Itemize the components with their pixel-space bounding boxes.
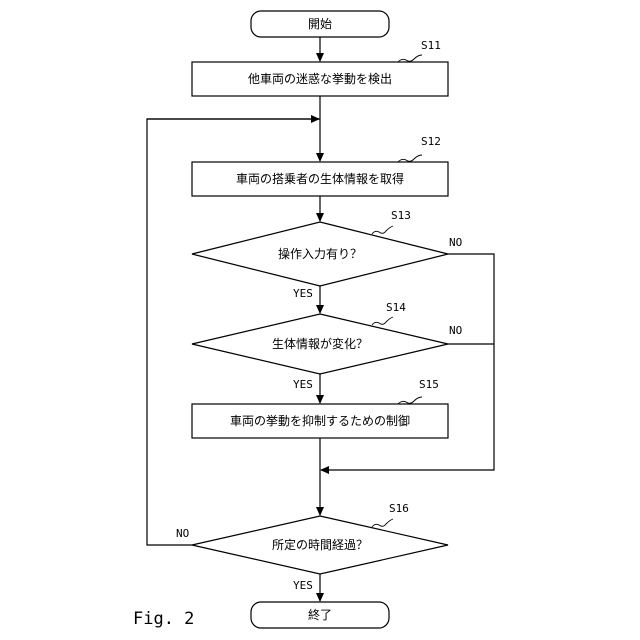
decision-s13-text: 操作入力有り？ bbox=[278, 246, 362, 261]
s15-leader bbox=[398, 397, 422, 404]
s13-leader bbox=[372, 226, 393, 234]
s16-no-label: NO bbox=[176, 527, 189, 540]
s16-leader bbox=[372, 519, 393, 527]
end-label: 終了 bbox=[308, 607, 332, 622]
step-s11-box: 他車両の迷惑な挙動を検出 bbox=[192, 62, 448, 96]
decision-s14-text: 生体情報が変化？ bbox=[272, 336, 368, 351]
step-s15-text: 車両の挙動を抑制するための制御 bbox=[230, 413, 410, 428]
step-s12-label: S12 bbox=[421, 135, 441, 148]
end-terminal: 終了 bbox=[251, 602, 389, 628]
s12-leader bbox=[398, 155, 422, 162]
s13-yes-label: YES bbox=[293, 287, 313, 300]
decision-s16-text: 所定の時間経過？ bbox=[272, 537, 368, 552]
step-s14-label: S14 bbox=[386, 301, 406, 314]
step-s15-box: 車両の挙動を抑制するための制御 bbox=[192, 404, 448, 438]
step-s12-text: 車両の搭乗者の生体情報を取得 bbox=[236, 171, 404, 186]
step-s15-label: S15 bbox=[419, 378, 439, 391]
step-s11-text: 他車両の迷惑な挙動を検出 bbox=[248, 72, 392, 86]
start-terminal: 開始 bbox=[251, 11, 389, 37]
s16-yes-label: YES bbox=[293, 579, 313, 592]
decision-s16: 所定の時間経過？ bbox=[192, 516, 448, 574]
step-s12-box: 車両の搭乗者の生体情報を取得 bbox=[192, 162, 448, 196]
s13-no-label: NO bbox=[449, 236, 462, 249]
step-s13-label: S13 bbox=[391, 209, 411, 222]
decision-s13: 操作入力有り？ bbox=[192, 222, 448, 286]
s14-no-label: NO bbox=[449, 324, 462, 337]
s14-leader bbox=[372, 317, 393, 325]
decision-s14: 生体情報が変化？ bbox=[192, 314, 448, 374]
s11-leader bbox=[398, 55, 422, 62]
step-s11-label: S11 bbox=[421, 39, 441, 52]
figure-label: Fig. 2 bbox=[133, 609, 194, 629]
start-label: 開始 bbox=[308, 17, 332, 31]
s14-yes-label: YES bbox=[293, 378, 313, 391]
step-s16-label: S16 bbox=[389, 502, 409, 515]
